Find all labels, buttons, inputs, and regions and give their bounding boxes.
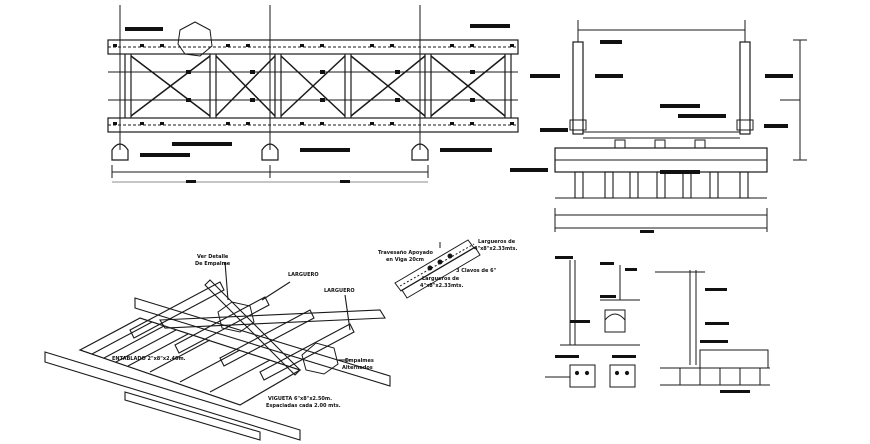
label-alternados: Alternados	[342, 365, 373, 371]
splice-detail	[394, 239, 481, 299]
cross-section-annotations	[510, 40, 793, 233]
label-largueros-de: Largueros de	[478, 239, 516, 245]
isometric-deck	[44, 261, 391, 441]
label-ver-detalle: Ver Detalle	[197, 254, 229, 260]
label-clavos: 3 Clavos de 6"	[456, 268, 497, 274]
label-largueros-dim: 4"x8"x2.33mts.	[474, 246, 518, 252]
detail-annotations	[555, 256, 750, 393]
label-travesano: Travesaño Apoyado	[378, 250, 434, 256]
truss-annotations	[113, 24, 514, 183]
label-espaciadas: Espaciadas cada 2.00 mts.	[266, 403, 341, 409]
truss-elevation	[107, 5, 519, 183]
label-larguero-1: LARGUERO	[288, 272, 319, 278]
label-largueros-b-dim: 4"x8"x2.33mts.	[420, 283, 464, 289]
label-de-empalme: De Empalme	[195, 261, 231, 267]
label-larguero-2: LARGUERO	[324, 288, 355, 294]
label-empalmes: Empalmes	[345, 358, 374, 364]
drawing-labels: Ver Detalle De Empalme LARGUERO LARGUERO…	[112, 239, 518, 409]
label-en-viga: en Viga 20cm	[386, 257, 424, 263]
label-vigueta: VIGUETA 6"x8"x2.50m.	[268, 396, 332, 402]
connection-details	[545, 260, 770, 388]
label-entablado: ENTABLADO 2"x8"x2.40m.	[112, 356, 186, 362]
label-largueros-b: Largueros de	[422, 276, 460, 282]
